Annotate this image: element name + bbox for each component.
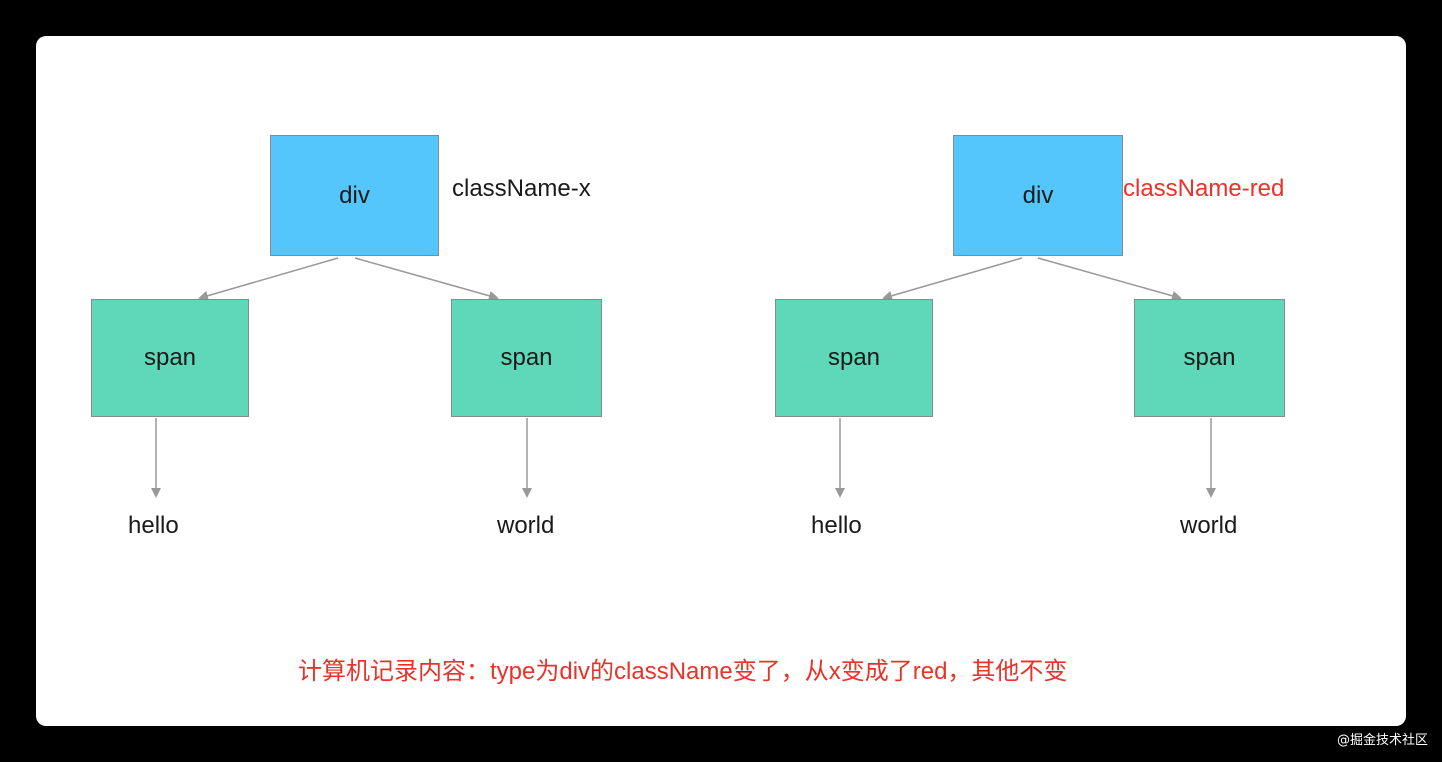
watermark: @掘金技术社区	[1336, 733, 1428, 748]
left-text-hello: hello	[128, 512, 179, 539]
left-span-b-label: span	[500, 344, 553, 371]
right-text-hello: hello	[811, 512, 862, 539]
left-span-node-a: span	[91, 299, 249, 417]
diagram-caption: 计算机记录内容：type为div的className变了，从x变成了red，其他…	[298, 658, 1068, 685]
right-span-a-label: span	[827, 344, 881, 371]
right-text-world: world	[1180, 512, 1238, 539]
left-span-a-label: span	[143, 344, 197, 371]
right-span-node-a: span	[775, 299, 933, 417]
right-span-node-b: span	[1134, 299, 1285, 417]
right-div-label: div	[1022, 181, 1054, 209]
left-classname-label: className-x	[452, 175, 591, 202]
left-span-node-b: span	[451, 299, 602, 417]
right-div-node: div	[953, 135, 1123, 256]
left-div-node: div	[270, 135, 439, 256]
left-text-world: world	[497, 512, 555, 539]
right-span-b-label: span	[1183, 344, 1236, 371]
left-div-label: div	[339, 181, 370, 209]
right-classname-label: className-red	[1123, 175, 1285, 202]
